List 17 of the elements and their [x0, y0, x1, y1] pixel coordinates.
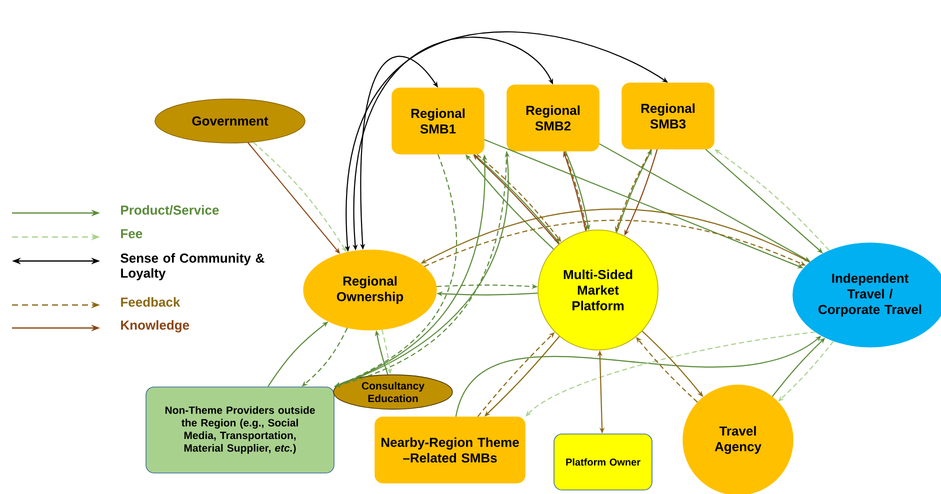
process-box: Non-Theme Providers outside the Region (e.g., Social Media, Transportation, Material Supplier, etc.)	[146, 386, 334, 474]
oval-node: Independent Travel / Corporate Travel	[792, 242, 941, 348]
process-box: Platform Owner	[554, 434, 652, 490]
oval-node: Government	[154, 98, 306, 144]
process-box: Regional SMB1	[392, 88, 484, 154]
oval-node: Consultancy Education	[333, 374, 453, 410]
legend-text: Product/Service	[121, 205, 219, 215]
legend-text: Feedback	[121, 297, 180, 307]
process-box: Regional SMB3	[622, 82, 714, 150]
oval-node: Regional Ownership	[303, 250, 437, 330]
process-box: Regional SMB2	[506, 84, 600, 152]
circle-node: Multi-Sided Market Platform	[538, 230, 658, 350]
circle-node: Travel Agency	[682, 384, 794, 494]
legend-text: Knowledge	[121, 320, 190, 332]
process-box: Nearby-Region Theme –Related SMBs	[374, 416, 526, 484]
legend-text: Sense of Community & Loyalty	[120, 253, 264, 280]
legend-text: Fee	[121, 229, 142, 238]
